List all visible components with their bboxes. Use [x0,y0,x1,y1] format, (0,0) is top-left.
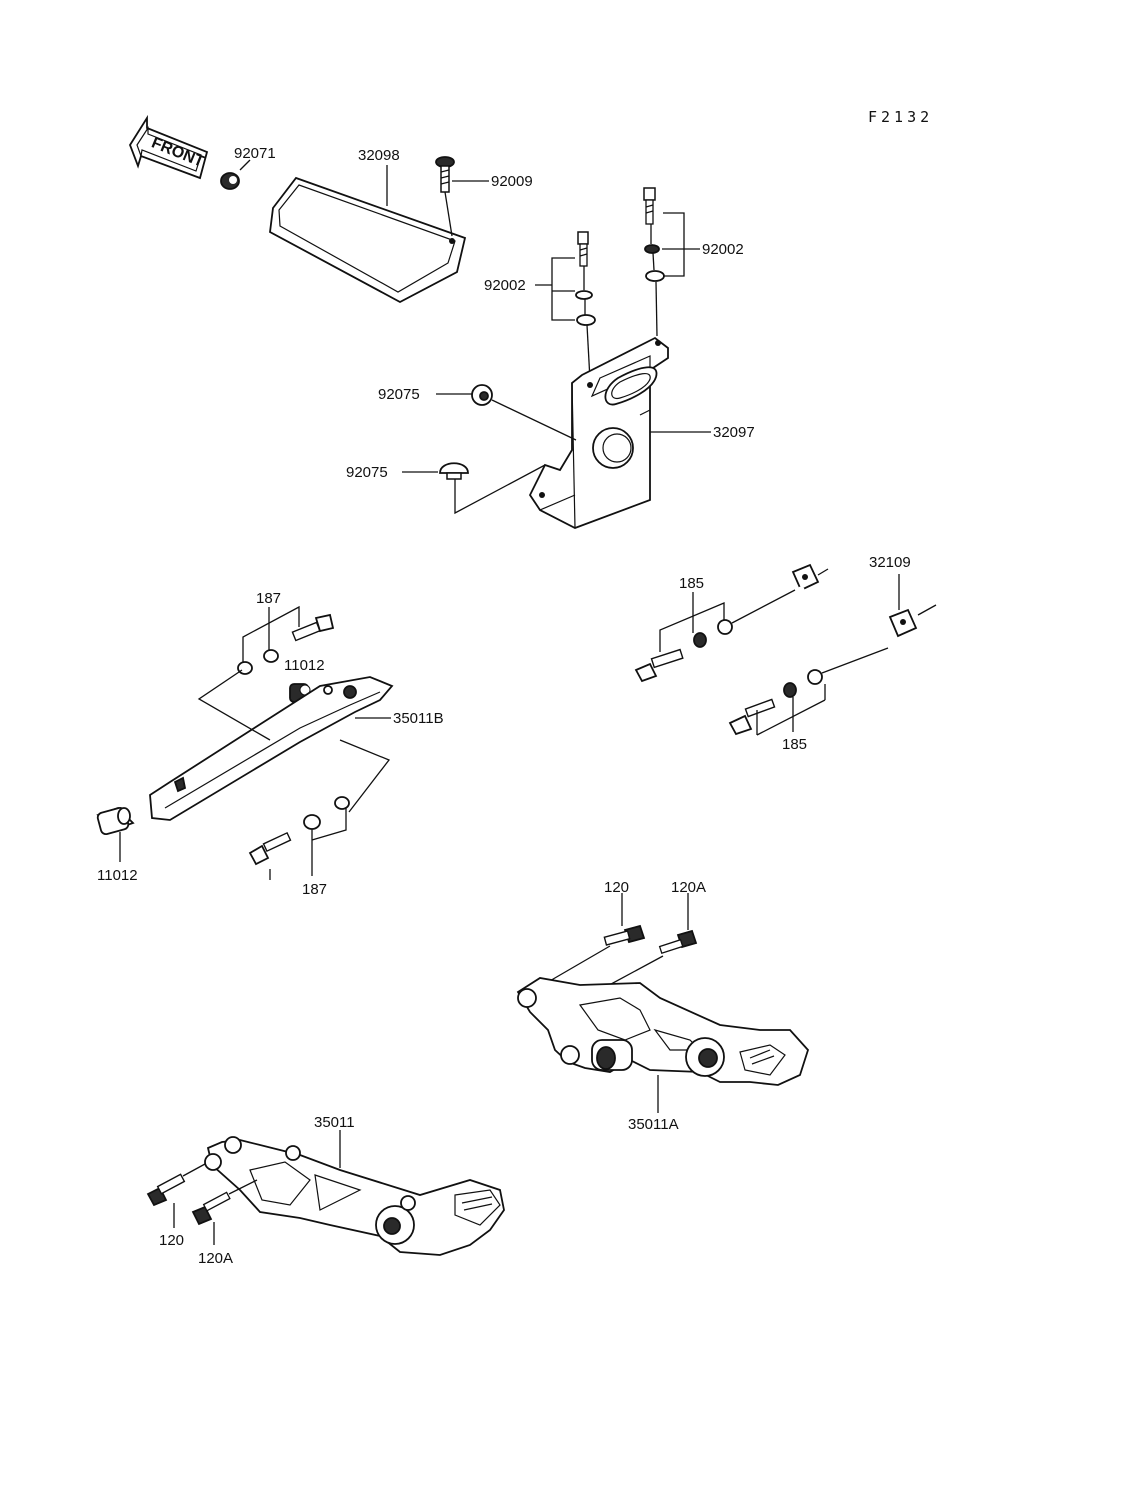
label-92075-bottom: 92075 [346,464,388,481]
part-120A-bolt-left [191,1191,231,1226]
label-92002-left: 92002 [484,277,526,294]
part-120-bolt-right [603,924,646,946]
part-35011B-plate [149,676,394,821]
label-32098: 32098 [358,147,400,164]
part-92071-grommet [220,172,240,190]
label-120-left: 120 [159,1232,184,1249]
part-11012-collar-left [96,806,135,836]
label-92009: 92009 [491,173,533,190]
label-187-bottom: 187 [302,881,327,898]
part-32097-bracket [528,336,669,529]
label-32097: 32097 [713,424,755,441]
part-92075-nut-top [471,384,493,406]
part-92002-bolt-left [575,231,596,326]
label-11012-mid: 11012 [284,657,325,674]
part-35011-footrest-bracket [204,1136,505,1256]
label-11012-left: 11012 [97,867,138,884]
label-185-bottom: 185 [782,736,807,753]
part-187-bolt-bottom [248,796,350,866]
label-92071: 92071 [234,145,276,162]
part-32098-tray [269,176,467,304]
label-185-top: 185 [679,575,704,592]
part-92009-bolt [435,156,455,193]
part-185-bolt-top [634,619,733,683]
part-120-bolt-left [146,1173,186,1207]
part-185-bolt-bottom [728,669,823,736]
figure-code: F2132 [868,108,933,126]
part-92075-grommet-bottom [439,462,469,480]
part-35011A-footrest-bracket [516,977,810,1086]
part-120A-bolt-right [658,929,698,955]
label-187-top: 187 [256,590,281,607]
label-92075-top: 92075 [378,386,420,403]
label-35011A: 35011A [628,1116,679,1133]
label-120A-left: 120A [198,1250,233,1267]
label-120-right: 120 [604,879,629,896]
label-92002-right: 92002 [702,241,744,258]
part-32109-pipe-bracket [791,563,919,655]
label-120A-right: 120A [671,879,706,896]
front-arrow-icon: FRONT [128,114,209,180]
label-32109: 32109 [869,554,911,571]
part-92002-bolt-right [643,187,665,282]
label-35011B: 35011B [393,710,444,727]
label-35011: 35011 [314,1114,355,1131]
part-187-bolt-top [237,613,335,675]
